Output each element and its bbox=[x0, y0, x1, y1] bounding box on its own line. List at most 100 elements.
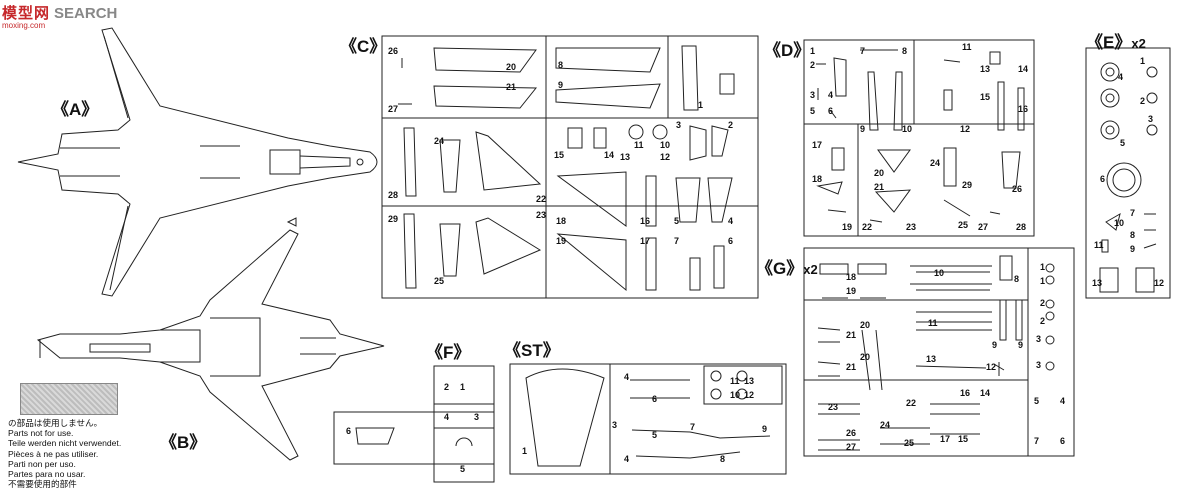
parts-C-part-number: 28 bbox=[388, 190, 399, 200]
parts-C-part-number: 3 bbox=[676, 120, 682, 130]
parts-G-part-number: 13 bbox=[926, 354, 937, 364]
parts-D-part-number: 8 bbox=[902, 46, 908, 56]
parts-G-part-number: 3 bbox=[1036, 360, 1042, 370]
parts-D-part-number: 9 bbox=[860, 124, 866, 134]
note-ja: の部品は使用しません。 bbox=[8, 418, 103, 428]
parts-C-part-number: 6 bbox=[728, 236, 734, 246]
parts-E-part-number: 6 bbox=[1100, 174, 1106, 184]
parts-D-part-number: 10 bbox=[902, 124, 913, 134]
label-b: 《B》 bbox=[160, 433, 207, 452]
parts-G-part-number: 1 bbox=[1040, 276, 1046, 286]
parts-C-part-number: 1 bbox=[698, 100, 704, 110]
parts-C-part-number: 15 bbox=[554, 150, 565, 160]
parts-C-part-number: 4 bbox=[728, 216, 734, 226]
parts-C-part-number: 22 bbox=[536, 194, 547, 204]
parts-D-part-number: 27 bbox=[978, 222, 989, 232]
label-e: 《E》x2 bbox=[1086, 33, 1146, 52]
parts-C-part-number: 16 bbox=[640, 216, 651, 226]
sprue-d bbox=[803, 39, 1035, 237]
parts-D-part-number: 7 bbox=[860, 46, 866, 56]
parts-G-part-number: 2 bbox=[1040, 298, 1046, 308]
parts-G-part-number: 8 bbox=[1014, 274, 1020, 284]
parts-G-part-number: 3 bbox=[1036, 334, 1042, 344]
parts-D-part-number: 24 bbox=[930, 158, 941, 168]
parts-C-part-number: 29 bbox=[388, 214, 399, 224]
parts-G-part-number: 4 bbox=[1060, 396, 1066, 406]
parts-C-part-number: 13 bbox=[620, 152, 631, 162]
parts-D-part-number: 26 bbox=[1012, 184, 1023, 194]
parts-D-part-number: 12 bbox=[960, 124, 971, 134]
parts-C-part-number: 23 bbox=[536, 210, 547, 220]
parts-C-part-number: 7 bbox=[674, 236, 680, 246]
parts-F-part-number: 5 bbox=[460, 464, 466, 474]
sprue-st bbox=[509, 363, 787, 475]
parts-D-part-number: 1 bbox=[810, 46, 816, 56]
parts-C-part-number: 19 bbox=[556, 236, 567, 246]
parts-D-part-number: 3 bbox=[810, 90, 816, 100]
parts-G-part-number: 17 bbox=[940, 434, 951, 444]
label-d: 《D》 bbox=[764, 41, 811, 60]
parts-F-part-number: 4 bbox=[444, 412, 450, 422]
parts-E-part-number: 5 bbox=[1120, 138, 1126, 148]
parts-ST-part-number: 11 bbox=[730, 376, 740, 386]
parts-D-part-number: 6 bbox=[828, 106, 834, 116]
parts-ST-part-number: 1 bbox=[522, 446, 528, 456]
parts-E-part-number: 12 bbox=[1154, 278, 1165, 288]
label-st: 《ST》 bbox=[504, 341, 560, 360]
parts-ST-part-number: 13 bbox=[744, 376, 755, 386]
parts-D-part-number: 19 bbox=[842, 222, 853, 232]
parts-D-part-number: 29 bbox=[962, 180, 973, 190]
parts-C-part-number: 21 bbox=[506, 82, 517, 92]
parts-D-part-number: 23 bbox=[906, 222, 917, 232]
parts-C-part-number: 20 bbox=[506, 62, 517, 72]
parts-ST-part-number: 4 bbox=[624, 454, 630, 464]
parts-G-part-number: 11 bbox=[928, 318, 938, 328]
parts-G-part-number: 27 bbox=[846, 442, 857, 452]
note-en: Parts not for use. bbox=[8, 428, 74, 439]
parts-F-part-number: 3 bbox=[474, 412, 480, 422]
parts-ST-part-number: 4 bbox=[624, 372, 630, 382]
parts-G-part-number: 6 bbox=[1060, 436, 1066, 446]
parts-D-part-number: 4 bbox=[828, 90, 834, 100]
parts-D-part-number: 14 bbox=[1018, 64, 1029, 74]
parts-G-part-number: 20 bbox=[860, 352, 871, 362]
parts-D-part-number: 25 bbox=[958, 220, 969, 230]
parts-D-part-number: 17 bbox=[812, 140, 823, 150]
not-for-use-notes: の部品は使用しません。 Parts not for use. Teile wer… bbox=[8, 418, 121, 489]
parts-G-part-number: 20 bbox=[860, 320, 871, 330]
parts-G-part-number: 23 bbox=[828, 402, 839, 412]
aircraft-a-top-view bbox=[17, 27, 378, 297]
parts-C-part-number: 12 bbox=[660, 152, 671, 162]
parts-C-part-number: 17 bbox=[640, 236, 651, 246]
parts-D-part-number: 15 bbox=[980, 92, 991, 102]
parts-C-part-number: 8 bbox=[558, 60, 564, 70]
parts-ST-part-number: 6 bbox=[652, 394, 658, 404]
label-g: 《G》x2 bbox=[756, 259, 818, 278]
parts-G-part-number: 25 bbox=[904, 438, 915, 448]
parts-G-part-number: 7 bbox=[1034, 436, 1040, 446]
parts-G-part-number: 22 bbox=[906, 398, 917, 408]
parts-C-part-number: 25 bbox=[434, 276, 445, 286]
parts-C-part-number: 24 bbox=[434, 136, 445, 146]
parts-G-part-number: 24 bbox=[880, 420, 891, 430]
parts-E-part-number: 2 bbox=[1140, 96, 1146, 106]
parts-G-part-number: 26 bbox=[846, 428, 857, 438]
parts-E-part-number: 7 bbox=[1130, 208, 1136, 218]
parts-D-part-number: 11 bbox=[962, 42, 972, 52]
parts-E-part-number: 1 bbox=[1140, 56, 1146, 66]
parts-D-part-number: 2 bbox=[810, 60, 816, 70]
label-c: 《C》 bbox=[340, 37, 387, 56]
parts-D-part-number: 20 bbox=[874, 168, 885, 178]
note-fr: Pièces à ne pas utiliser. bbox=[8, 448, 99, 459]
parts-D-part-number: 22 bbox=[862, 222, 873, 232]
parts-G-part-number: 2 bbox=[1040, 316, 1046, 326]
note-it: Parti non per uso. bbox=[8, 458, 76, 469]
parts-C-part-number: 27 bbox=[388, 104, 399, 114]
parts-G-part-number: 21 bbox=[846, 330, 857, 340]
parts-G-part-number: 16 bbox=[960, 388, 971, 398]
parts-ST-part-number: 12 bbox=[744, 390, 755, 400]
parts-D-part-number: 13 bbox=[980, 64, 991, 74]
parts-ST-part-number: 8 bbox=[720, 454, 726, 464]
